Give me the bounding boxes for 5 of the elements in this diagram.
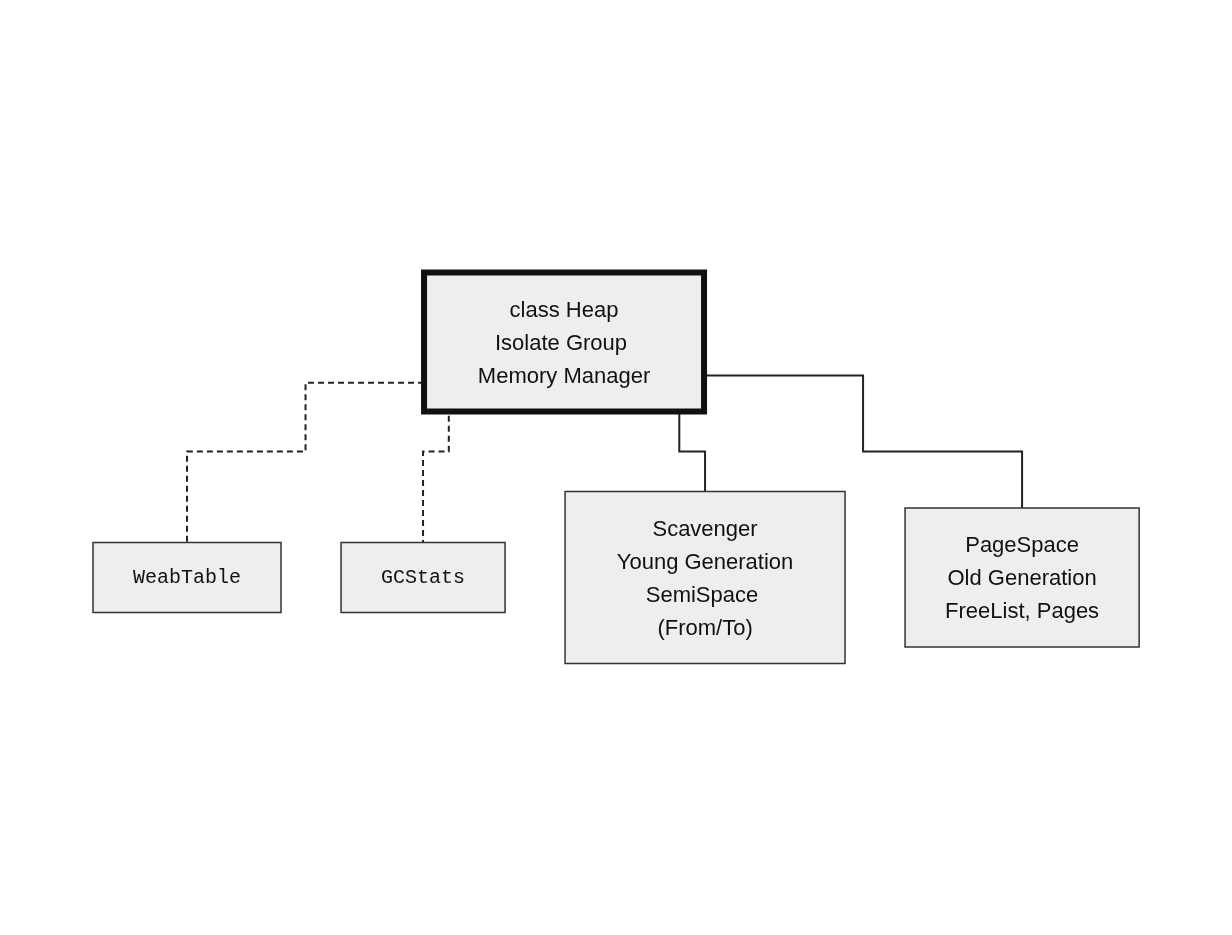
node-box: WeabTable — [92, 541, 282, 613]
node-box: PageSpace Old Generation FreeList, Pages — [904, 506, 1140, 648]
node-box: GCStats — [340, 541, 506, 613]
node-box: Scavenger Young Generation SemiSpace (From/To) — [564, 490, 846, 664]
node-box: class Heap Isolate Group Memory Manager — [421, 269, 707, 414]
